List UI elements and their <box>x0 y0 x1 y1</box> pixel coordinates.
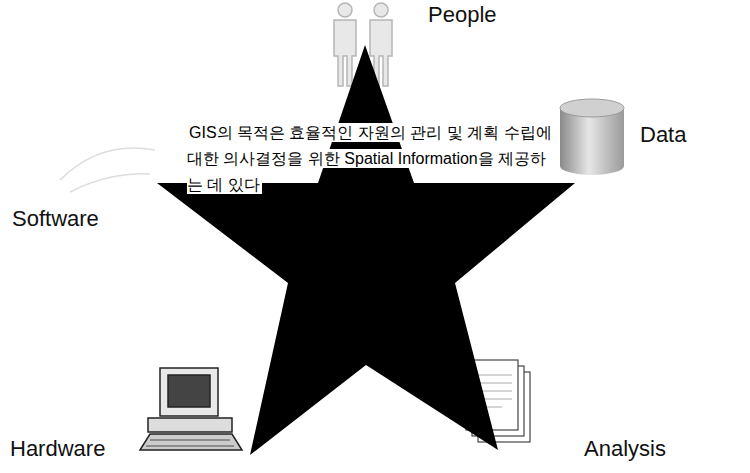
component-label: Analysis <box>584 436 666 462</box>
text-block: GIS의 목적은 효율적인 자원의 관리 및 계획 수립에 대한 의사결정을 위… <box>187 120 557 198</box>
star-outline <box>150 40 582 460</box>
database-icon <box>560 99 624 175</box>
software-disc <box>60 148 155 192</box>
star-shape: GIS의 목적은 효율적인 자원의 관리 및 계획 수립에 대한 의사결정을 위… <box>150 40 582 460</box>
component-label: People <box>428 2 497 28</box>
component-label: Hardware <box>10 436 105 462</box>
node-text: GIS의 목적은 효율적인 자원의 관리 및 계획 수립에 대한 의사결정을 위… <box>187 123 552 194</box>
computer-icon <box>140 368 242 450</box>
component-label: Data <box>640 122 686 148</box>
component-label: Software <box>12 206 99 232</box>
